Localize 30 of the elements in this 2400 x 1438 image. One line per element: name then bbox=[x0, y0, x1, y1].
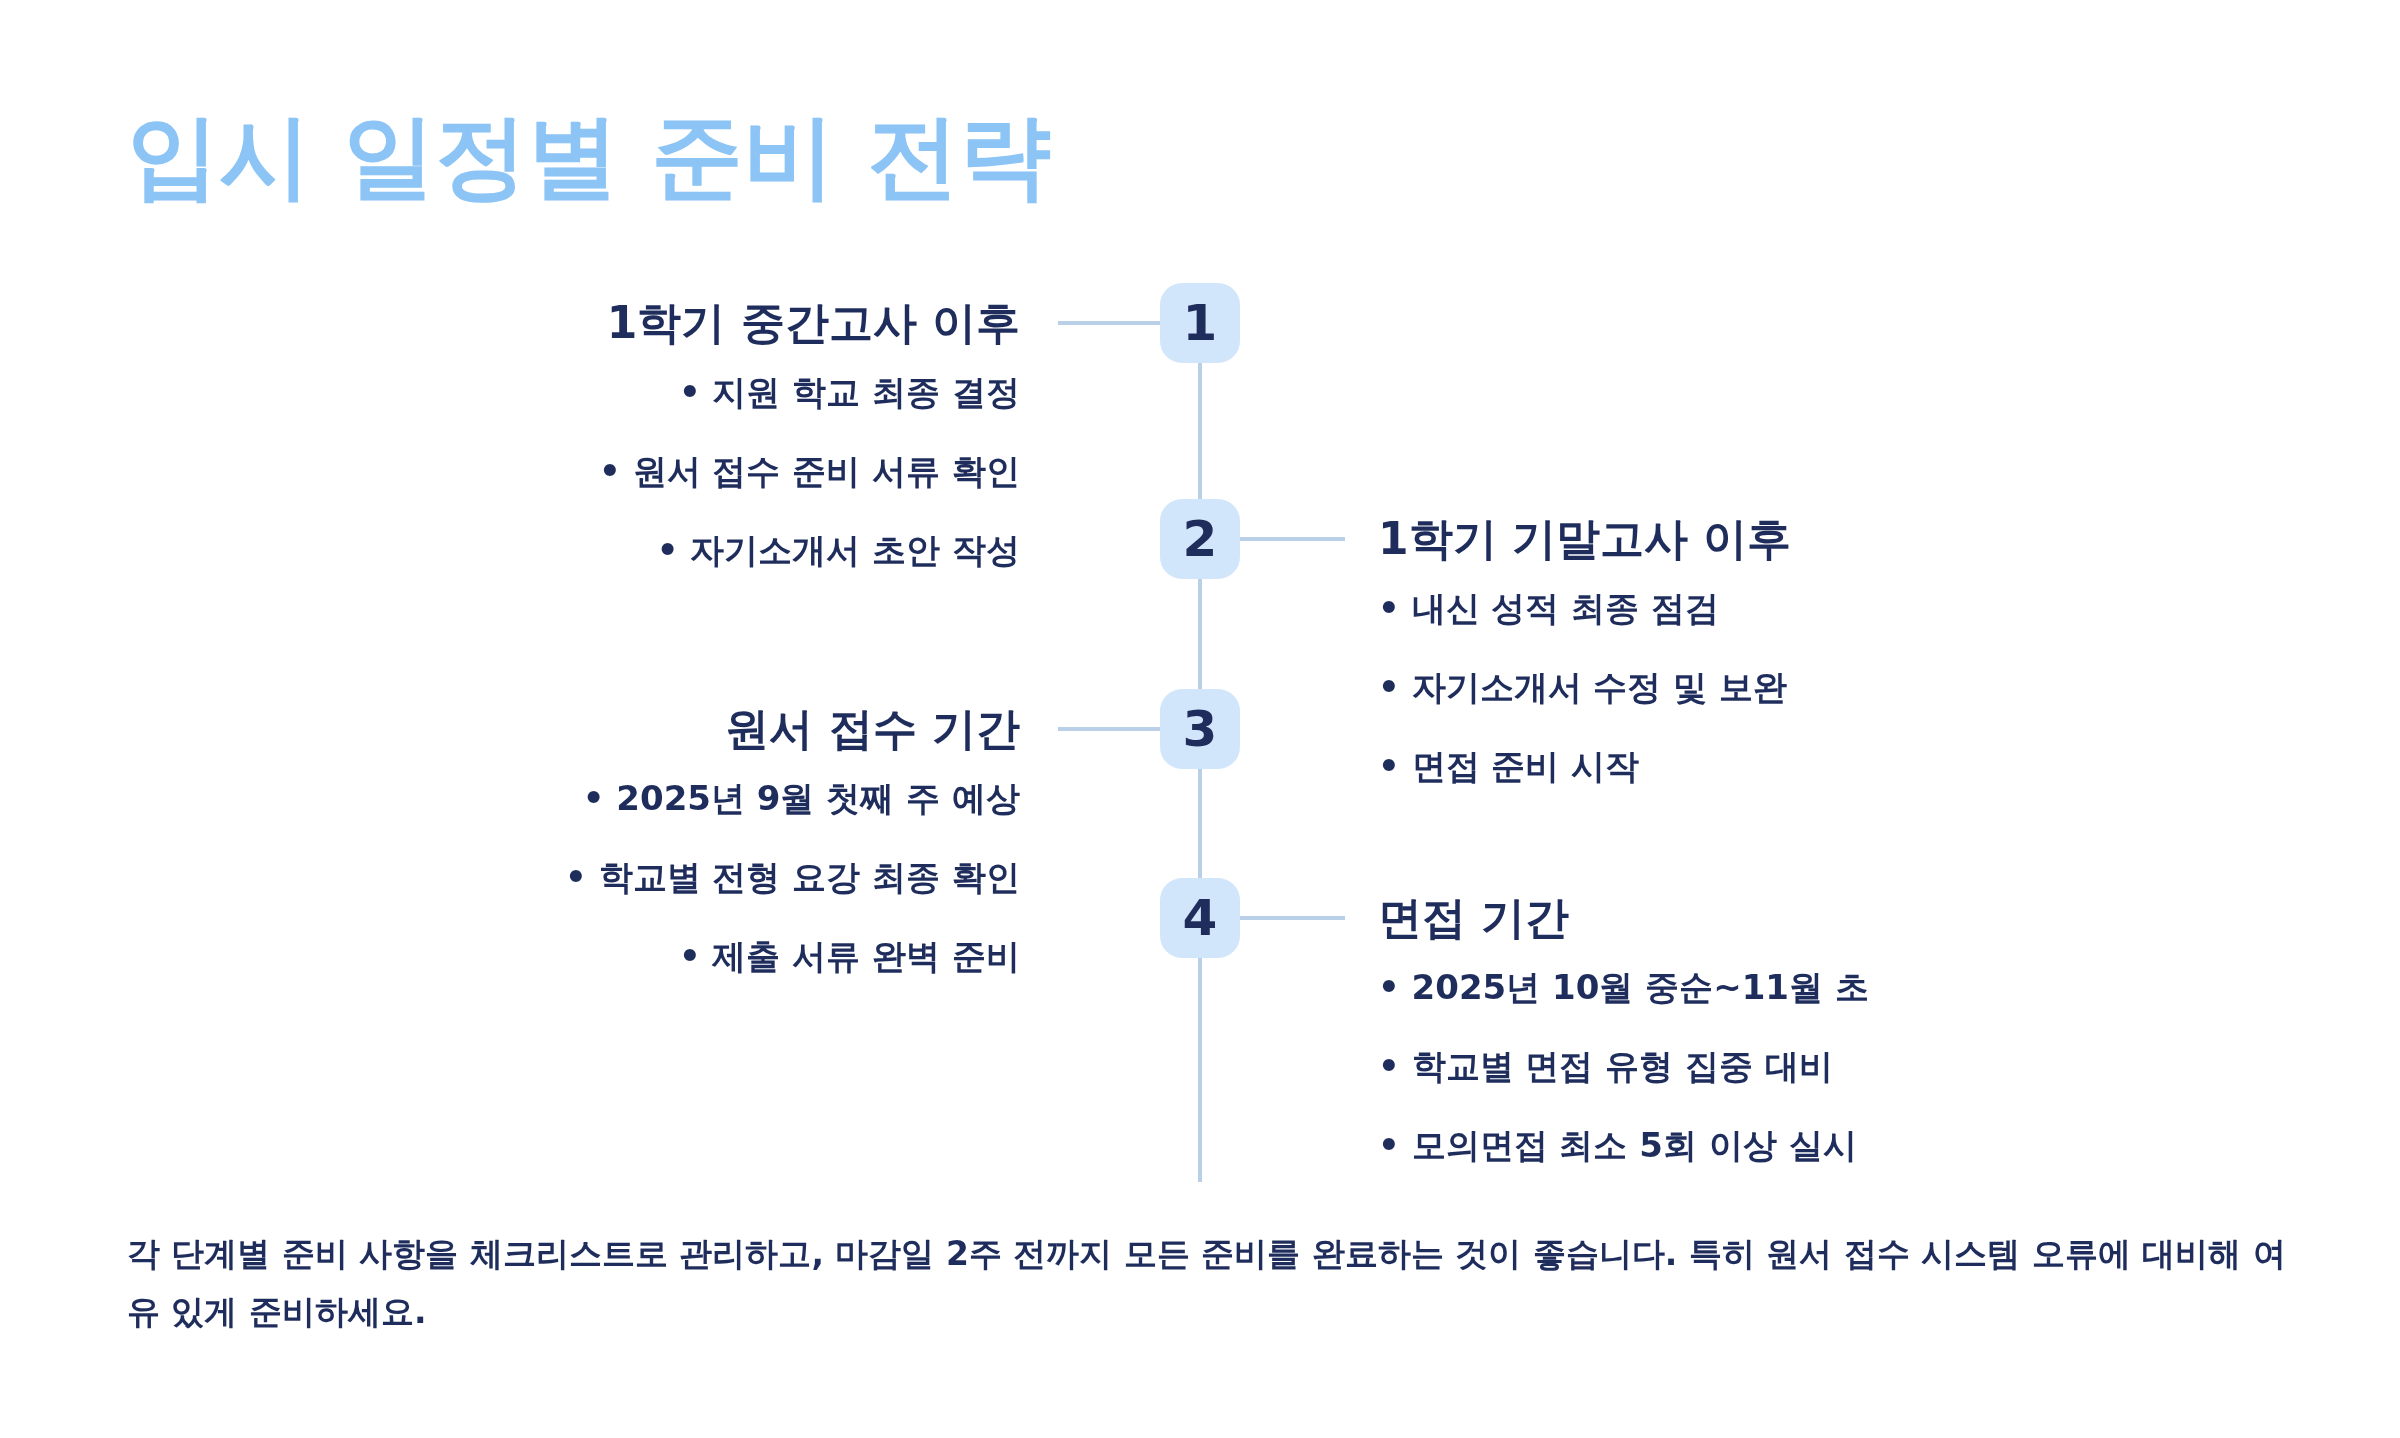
connector-line bbox=[1058, 321, 1160, 325]
connector-line bbox=[1240, 537, 1345, 541]
bullet-item: • 원서 접수 준비 서류 확인 bbox=[598, 450, 1020, 493]
bullet-item: • 자기소개서 초안 작성 bbox=[655, 529, 1020, 572]
step-number-badge: 2 bbox=[1160, 499, 1240, 579]
caption-text: 각 단계별 준비 사항을 체크리스트로 관리하고, 마감일 2주 전까지 모든 준비를 완료하는 것이 좋습니다. 특히 원서 접수 시스템 오류에 대비해 여유 있게 준비하세요. bbox=[127, 1233, 2287, 1333]
bullet-item: • 면접 준비 시작 bbox=[1378, 745, 1641, 788]
step-number-badge: 3 bbox=[1160, 689, 1240, 769]
bullet-item: • 지원 학교 최종 결정 bbox=[677, 371, 1020, 414]
bullet-item: • 2025년 10월 중순~11월 초 bbox=[1378, 966, 1870, 1009]
step-number-badge: 4 bbox=[1160, 878, 1240, 958]
bullet-item: • 학교별 면접 유형 집중 대비 bbox=[1378, 1045, 1834, 1088]
bullet-item: • 내신 성적 최종 점검 bbox=[1378, 587, 1721, 630]
bullet-item: • 제출 서류 완벽 준비 bbox=[677, 935, 1020, 978]
phase-heading: 면접 기간 bbox=[1378, 891, 1571, 945]
phase-heading: 1학기 중간고사 이후 bbox=[605, 296, 1020, 350]
phase-heading: 1학기 기말고사 이후 bbox=[1378, 512, 1793, 566]
connector-line bbox=[1058, 727, 1160, 731]
bullet-item: • 2025년 9월 첫째 주 예상 bbox=[581, 777, 1020, 820]
phase-heading: 원서 접수 기간 bbox=[724, 702, 1020, 756]
bullet-item: • 자기소개서 수정 및 보완 bbox=[1378, 666, 1789, 709]
connector-line bbox=[1198, 363, 1202, 499]
bullet-item: • 학교별 전형 요강 최종 확인 bbox=[564, 856, 1020, 899]
connector-line bbox=[1198, 769, 1202, 878]
connector-line bbox=[1198, 579, 1202, 689]
bullet-item: • 모의면접 최소 5회 이상 실시 bbox=[1378, 1124, 1858, 1167]
connector-line bbox=[1240, 916, 1345, 920]
step-number-badge: 1 bbox=[1160, 283, 1240, 363]
page-title: 입시 일정별 준비 전략 bbox=[127, 102, 1052, 212]
connector-line bbox=[1198, 958, 1202, 1182]
